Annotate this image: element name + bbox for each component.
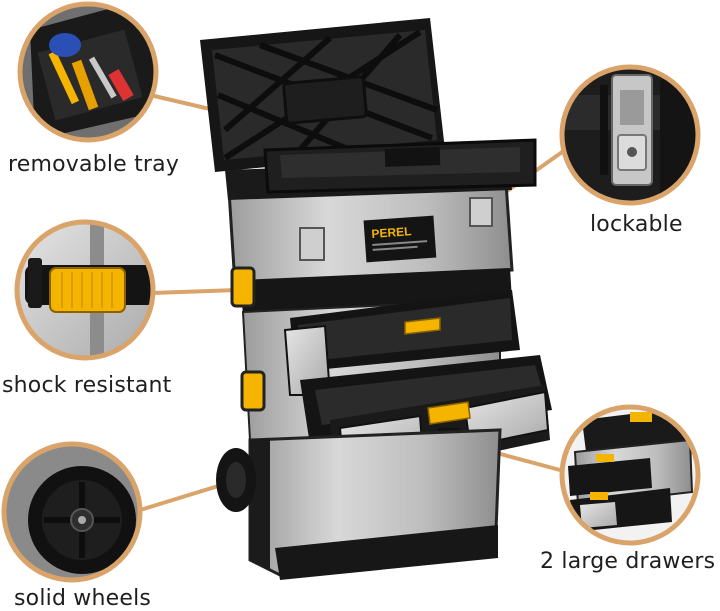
callout-shock-image [14, 219, 156, 361]
leader-shock [150, 288, 240, 295]
label-solid-wheels: solid wheels [14, 586, 152, 611]
callout-lock-image [559, 64, 701, 206]
label-removable-tray: removable tray [8, 152, 180, 177]
drawer-upper [283, 290, 520, 396]
toolbox-trolley: PEREL [200, 18, 552, 580]
callout-wheel-image [1, 441, 143, 583]
brand-label: PEREL [363, 215, 437, 263]
latch-left [299, 227, 325, 261]
callout-drawers-image [559, 404, 701, 546]
latch-right [469, 197, 493, 227]
side-clip-lower [240, 370, 266, 412]
callout-tray-image [17, 1, 159, 143]
label-shock-resistant: shock resistant [2, 373, 172, 398]
side-clip-upper [230, 266, 256, 308]
label-2-large-drawers: 2 large drawers [540, 549, 716, 574]
trolley-wheel [216, 448, 256, 512]
brand-logo: PEREL [371, 224, 412, 241]
label-lockable: lockable [590, 212, 683, 237]
leader-wheels [138, 481, 230, 512]
toolbox-lid [200, 18, 445, 172]
